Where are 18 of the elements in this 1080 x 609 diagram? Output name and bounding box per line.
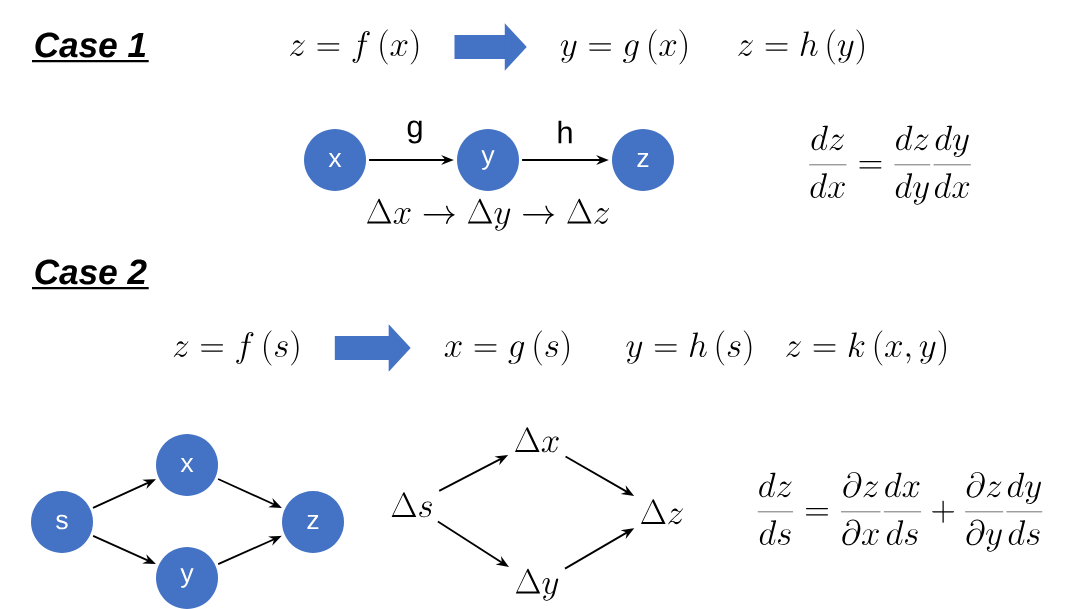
variable-label: $\Delta y$: [515, 568, 559, 601]
variable-label: $\Delta z$: [641, 499, 683, 525]
variable-label: $\Delta x$: [515, 427, 559, 453]
formula: $\Delta x \rightarrow \Delta y \rightarrow \Delta z$: [366, 198, 609, 231]
formula: $y = h\left(s\right)$: [626, 330, 752, 366]
formula: $y = g\left(x\right)$: [560, 29, 687, 65]
formula: $z = k\left(x, y\right)$: [786, 330, 947, 366]
case-heading: Case 2: [35, 259, 147, 285]
formula: $z = h\left(y\right)$: [738, 29, 864, 65]
edge-label: h: [555, 119, 575, 145]
formula: $x = g\left(s\right)$: [444, 330, 570, 366]
case-heading: Case 1: [35, 32, 146, 58]
variable-label: $\Delta s$: [391, 492, 432, 518]
formula: $\frac{dz}{dx} = \frac{dz}{dy}\frac{dy}{dx}$: [809, 125, 971, 205]
formula: $z = f\left(s\right)$: [173, 330, 299, 366]
formula: $\frac{dz}{ds} = \frac{\partial z}{\partial x}\frac{dx}{ds} + \frac{\partial z}{\partial y}\frac{dy}{ds}$: [757, 471, 1043, 552]
edge-label: g: [405, 119, 425, 145]
formula: $z = f\left(x\right)$: [290, 29, 419, 65]
